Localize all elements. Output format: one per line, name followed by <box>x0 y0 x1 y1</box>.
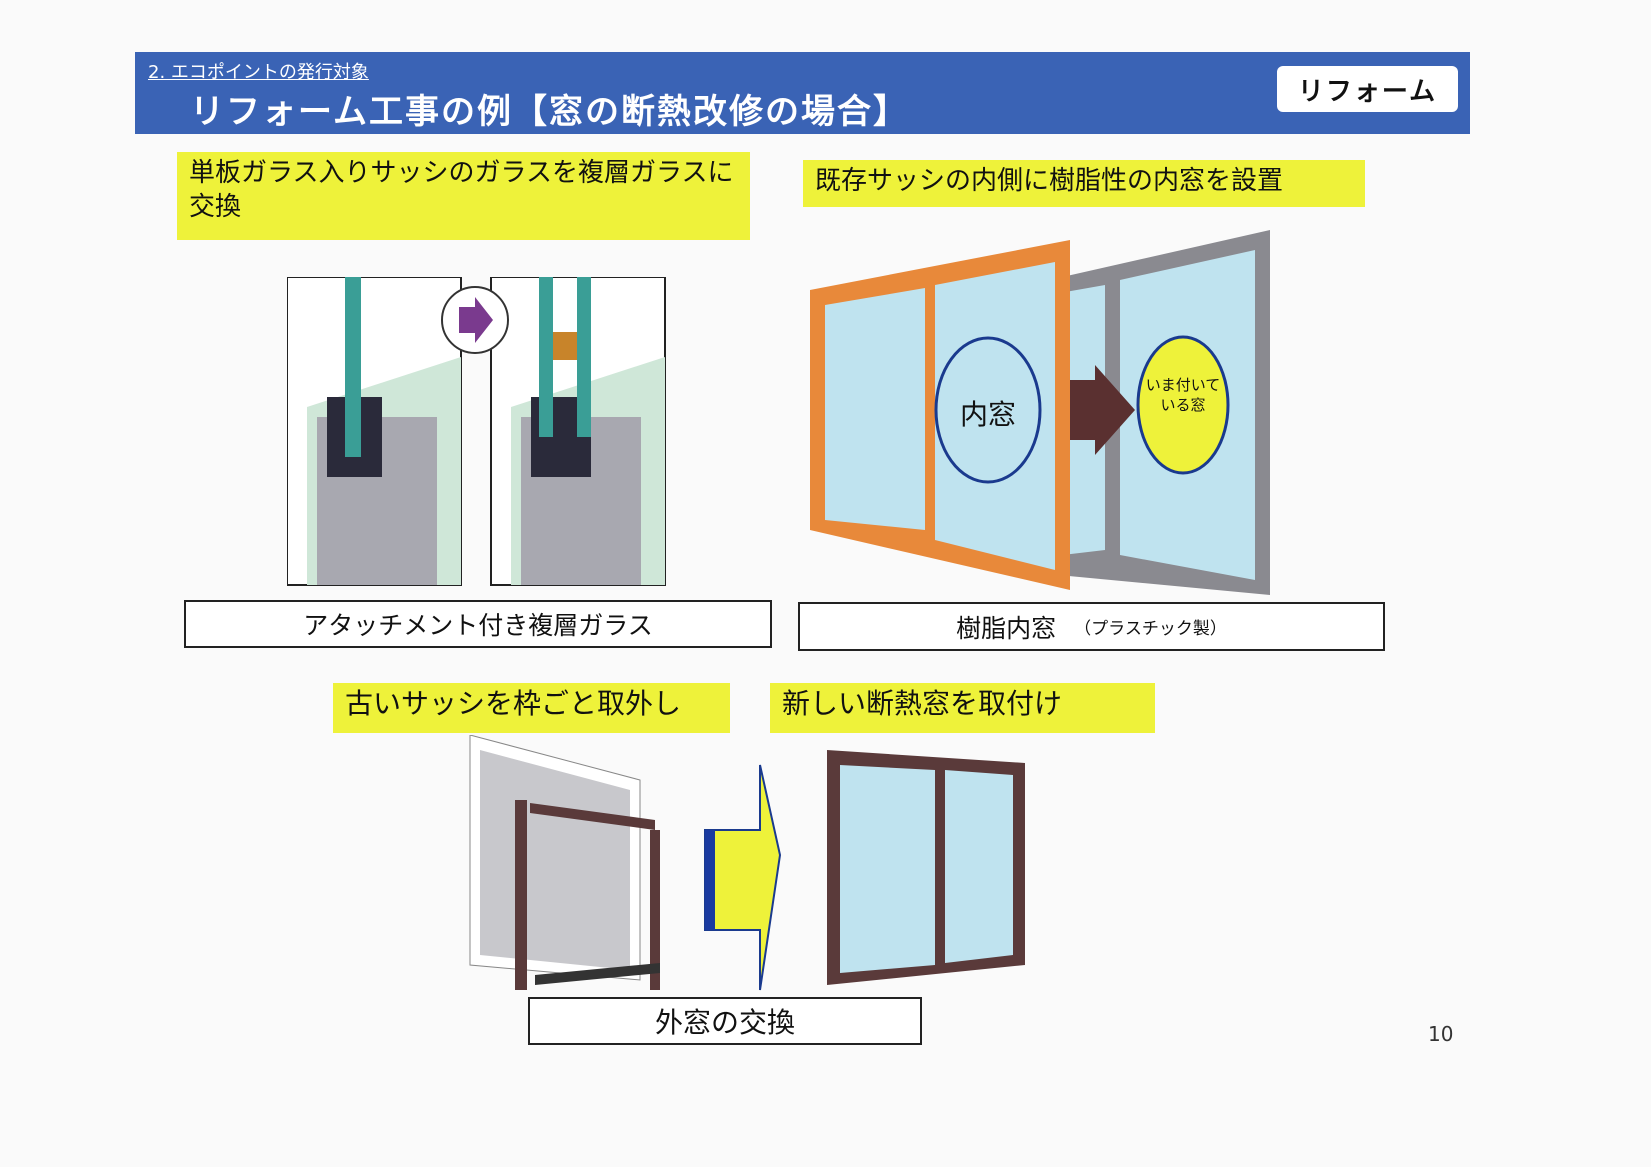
header-bar <box>135 52 1470 134</box>
double-glazing-illustration <box>287 277 666 586</box>
window-replacement-illustration <box>469 735 1025 991</box>
heading-remove-sash: 古いサッシを枠ごと取外し <box>333 683 730 733</box>
heading-double-glazing: 単板ガラス入りサッシのガラスを複層ガラスに交換 <box>177 152 750 240</box>
heading-inner-window: 既存サッシの内側に樹脂性の内窓を設置 <box>803 160 1365 207</box>
page-number: 10 <box>1428 1022 1454 1046</box>
caption-inner-window-text: 樹脂内窓 <box>956 613 1057 643</box>
caption-inner-window-note: （プラスチック製） <box>1074 619 1227 639</box>
inner-window-label: 内窓 <box>959 398 1016 431</box>
caption-outer-window: 外窓の交換 <box>528 997 922 1045</box>
caption-inner-window: 樹脂内窓 （プラスチック製） <box>798 602 1385 651</box>
category-badge: リフォーム <box>1277 66 1458 112</box>
section-label: 2. エコポイントの発行対象 <box>148 62 369 83</box>
page-title: リフォーム工事の例【窓の断熱改修の場合】 <box>190 92 909 132</box>
inner-window-illustration <box>810 230 1270 595</box>
existing-window-label: いま付いている窓 <box>1145 376 1221 414</box>
caption-double-glazing: アタッチメント付き複層ガラス <box>184 600 772 648</box>
heading-install-new: 新しい断熱窓を取付け <box>770 683 1155 733</box>
